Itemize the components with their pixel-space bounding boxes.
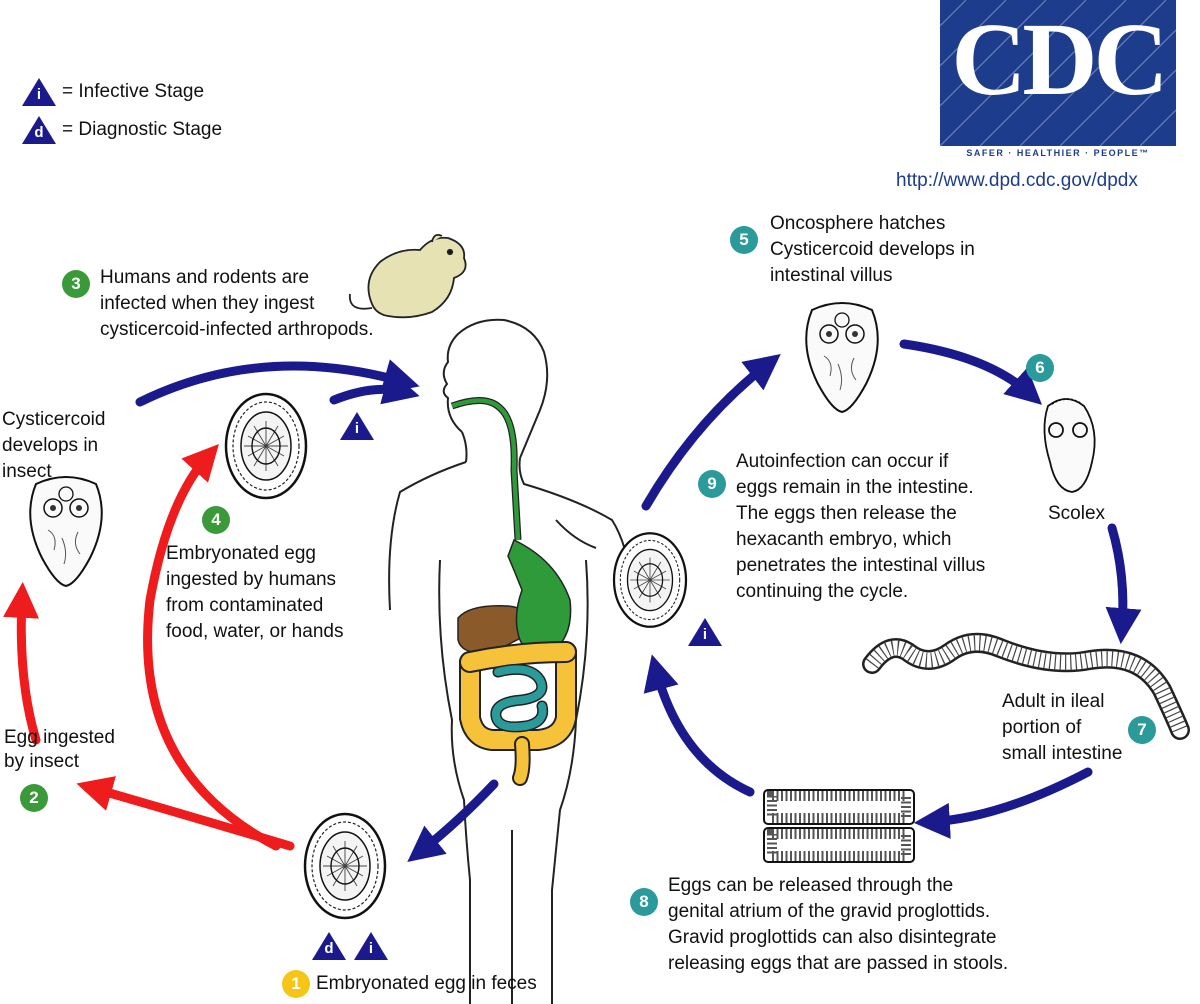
stage-9-label-line-2: eggs remain in the intestine. xyxy=(736,477,974,498)
cysticercoid-in-insect xyxy=(29,476,103,587)
stage-1-infective-letter: i xyxy=(368,940,374,957)
cysticercoid-insect-label-line-3: insect xyxy=(2,461,52,482)
egg-ingested-by-humans xyxy=(224,392,308,500)
scolex-illustration xyxy=(1043,398,1096,493)
stage-1-infective-marker: i xyxy=(354,932,388,960)
infective-symbol-letter: i xyxy=(36,86,42,103)
stage-1-diagnostic-letter: d xyxy=(324,940,334,957)
stage-7-label-line-1: Adult in ileal xyxy=(1002,691,1105,712)
stage-5-label-line-2: Cysticercoid develops in xyxy=(770,239,975,260)
stage-7-badge: 7 xyxy=(1128,716,1156,744)
stage-1-diagnostic-marker: d xyxy=(312,932,346,960)
stage-1-label: Embryonated egg in feces xyxy=(316,973,537,994)
rodent-illustration xyxy=(349,233,467,319)
stage-4-label-line-3: from contaminated xyxy=(166,595,324,616)
stage-9-label-line-6: continuing the cycle. xyxy=(736,581,909,602)
infective-stage-legend-label: = Infective Stage xyxy=(62,81,205,102)
gravid-proglottids-illustration xyxy=(763,789,915,863)
diagnostic-stage-symbol: d xyxy=(22,116,56,144)
adult-tapeworm-illustration xyxy=(862,632,1190,740)
stage-4-label-line-2: ingested by humans xyxy=(166,569,337,590)
digestive-tract xyxy=(450,397,577,786)
stage-5-badge: 5 xyxy=(730,226,758,254)
diagnostic-stage-legend-label: = Diagnostic Stage xyxy=(62,119,223,140)
human-pathway-arrows xyxy=(135,339,1142,863)
cysticercoid-in-villus xyxy=(805,302,879,413)
stage-5-label-line-1: Oncosphere hatches xyxy=(770,213,946,234)
stage-9-label-line-4: hexacanth embryo, which xyxy=(736,529,952,550)
cysticercoid-insect-label-line-1: Cysticercoid xyxy=(2,409,106,430)
egg-in-feces xyxy=(303,812,387,920)
logo-text: CDC xyxy=(951,2,1168,117)
stage-3-badge: 3 xyxy=(62,270,90,298)
infective-stage-symbol: i xyxy=(22,78,56,106)
stage-8-badge: 8 xyxy=(630,888,658,916)
stage-9-badge: 9 xyxy=(698,470,726,498)
stage-9-infective-marker: i xyxy=(688,618,722,646)
stage-3-label-line-2: infected when they ingest xyxy=(100,293,315,314)
stage-4-label-line-1: Embryonated egg xyxy=(166,543,316,564)
stage-9-infective-letter: i xyxy=(702,626,708,643)
cysticercoid-insect-label-line-2: develops in xyxy=(2,435,99,456)
stage-7-label-line-2: portion of xyxy=(1002,717,1082,738)
stage-8-label-line-3: Gravid proglottids can also disintegrate xyxy=(668,927,997,948)
scolex-label: Scolex xyxy=(1048,503,1106,524)
egg-autoinfection xyxy=(612,532,688,628)
stage-2-label-line-1: Egg ingested xyxy=(4,727,115,748)
stage-8-label-line-2: genital atrium of the gravid proglottids… xyxy=(668,901,991,922)
stage-6-badge: 6 xyxy=(1026,354,1054,382)
source-url[interactable]: http://www.dpd.cdc.gov/dpdx xyxy=(896,170,1138,191)
stage-4-label-line-4: food, water, or hands xyxy=(166,621,344,642)
stage-4-infective-marker: i xyxy=(340,412,374,440)
stage-9-label-line-1: Autoinfection can occur if xyxy=(736,451,949,472)
stage-8-label-line-4: releasing eggs that are passed in stools… xyxy=(668,953,1009,974)
stage-5-label-line-3: intestinal villus xyxy=(770,265,893,286)
stage-9-label-line-3: The eggs then release the xyxy=(736,503,957,524)
stage-1-badge: 1 xyxy=(282,970,310,998)
stage-4-badge: 4 xyxy=(202,506,230,534)
stage-7-label-line-3: small intestine xyxy=(1002,743,1123,764)
stage-8-label-line-1: Eggs can be released through the xyxy=(668,875,954,896)
insect-pathway-arrows xyxy=(3,444,295,851)
stage-2-badge: 2 xyxy=(20,784,48,812)
logo-tagline: SAFER · HEALTHIER · PEOPLE™ xyxy=(966,148,1150,158)
stage-3-label-line-3: cysticercoid-infected arthropods. xyxy=(100,319,374,340)
human-body-outline xyxy=(388,318,633,1004)
stage-3-label-line-1: Humans and rodents are xyxy=(100,267,310,288)
logo-pattern xyxy=(940,0,1176,146)
stage-4-infective-letter: i xyxy=(354,420,360,437)
cdc-logo: CDC xyxy=(940,0,1176,146)
diagnostic-symbol-letter: d xyxy=(34,124,44,141)
stage-9-label-line-5: penetrates the intestinal villus xyxy=(736,555,986,576)
stage-2-label-line-2: by insect xyxy=(4,751,79,772)
